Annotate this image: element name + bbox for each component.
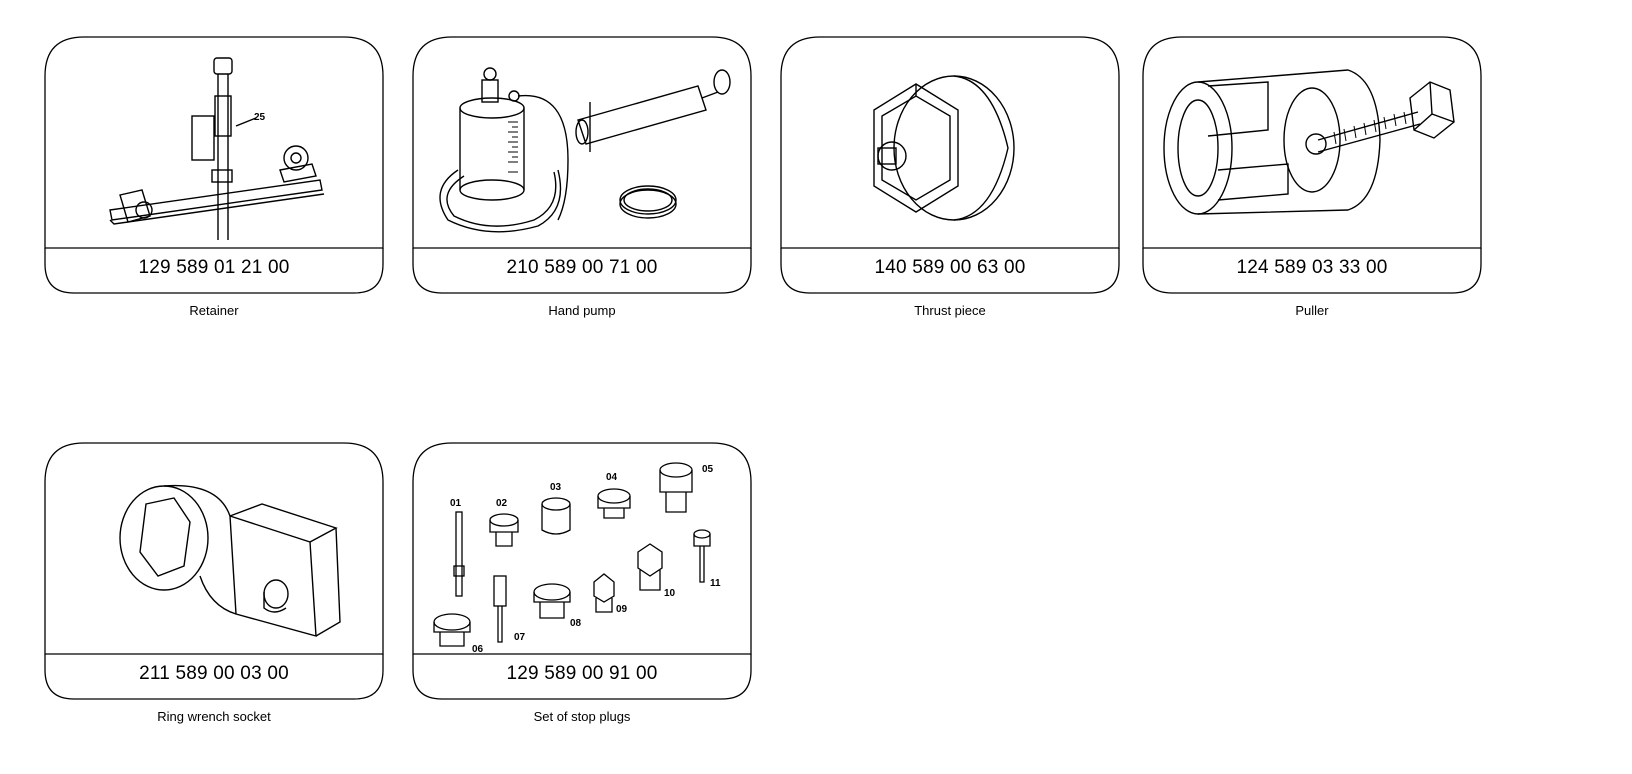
part-number: 210 589 00 71 00 bbox=[506, 257, 658, 278]
tool-frame: 211 589 00 03 00 bbox=[44, 442, 384, 700]
tool-card-stop-plugs: 01 02 03 04 05 06 07 08 09 10 11 129 589… bbox=[412, 442, 752, 725]
callout-label: 11 bbox=[710, 578, 721, 589]
tool-frame: 25 129 589 01 21 00 bbox=[44, 36, 384, 294]
callout-label: 09 bbox=[616, 604, 628, 615]
tool-name: Set of stop plugs bbox=[533, 709, 631, 724]
callout-label: 07 bbox=[514, 632, 526, 643]
card-border bbox=[412, 36, 752, 294]
stop-plugs-drawing: 01 02 03 04 05 06 07 08 09 10 11 bbox=[433, 462, 721, 654]
card-border bbox=[44, 442, 384, 700]
callout-label: 10 bbox=[664, 588, 676, 599]
tool-frame: 124 589 03 33 00 bbox=[1142, 36, 1482, 294]
tool-name: Thrust piece bbox=[914, 303, 986, 318]
callout-label: 06 bbox=[472, 644, 484, 654]
thrust-piece-drawing bbox=[873, 75, 1015, 221]
tool-card-ring-wrench-socket: 211 589 00 03 00 Ring wrench socket bbox=[44, 442, 384, 725]
part-number: 140 589 00 63 00 bbox=[874, 257, 1026, 278]
tool-frame: 01 02 03 04 05 06 07 08 09 10 11 129 589… bbox=[412, 442, 752, 700]
part-number: 211 589 00 03 00 bbox=[139, 663, 289, 684]
hand-pump-drawing bbox=[439, 67, 731, 233]
card-border bbox=[1142, 36, 1482, 294]
puller-drawing bbox=[1163, 69, 1455, 215]
tool-name: Retainer bbox=[189, 303, 239, 318]
ring-wrench-socket-drawing bbox=[119, 484, 341, 637]
tool-card-puller: 124 589 03 33 00 Puller bbox=[1142, 36, 1482, 319]
card-border bbox=[780, 36, 1120, 294]
tool-card-retainer: 25 129 589 01 21 00 Retainer bbox=[44, 36, 384, 319]
tool-frame: 140 589 00 63 00 bbox=[780, 36, 1120, 294]
tool-card-thrust-piece: 140 589 00 63 00 Thrust piece bbox=[780, 36, 1120, 319]
card-border bbox=[412, 442, 752, 700]
callout-label: 25 bbox=[254, 112, 266, 123]
callout-label: 04 bbox=[606, 472, 618, 483]
part-number: 124 589 03 33 00 bbox=[1236, 257, 1388, 278]
card-border bbox=[44, 36, 384, 294]
callout-label: 08 bbox=[570, 618, 582, 629]
callout-label: 02 bbox=[496, 498, 508, 509]
retainer-drawing: 25 bbox=[109, 57, 325, 240]
part-number: 129 589 00 91 00 bbox=[506, 663, 658, 684]
tool-name: Hand pump bbox=[548, 303, 616, 318]
callout-label: 05 bbox=[702, 464, 714, 475]
tool-card-hand-pump: 210 589 00 71 00 Hand pump bbox=[412, 36, 752, 319]
callout-label: 03 bbox=[550, 482, 562, 493]
part-number: 129 589 01 21 00 bbox=[138, 257, 290, 278]
tool-frame: 210 589 00 71 00 bbox=[412, 36, 752, 294]
tool-name: Ring wrench socket bbox=[157, 709, 271, 724]
callout-label: 01 bbox=[450, 498, 462, 509]
tool-name: Puller bbox=[1295, 303, 1329, 318]
